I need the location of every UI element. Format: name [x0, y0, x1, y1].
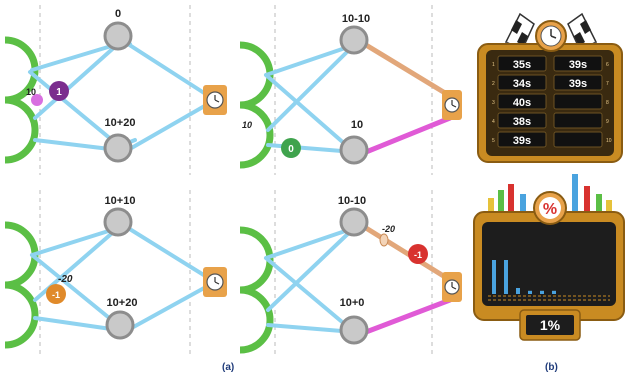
source-arcs: [239, 41, 274, 169]
agent-badge: [408, 244, 428, 264]
time-cell-left: [497, 74, 547, 91]
agent-badge-label: 0: [288, 144, 294, 155]
time-value-left: 38s: [513, 116, 531, 128]
traveler-token: [31, 94, 43, 106]
node-bottom-label: 10+0: [340, 297, 365, 309]
node-top-label: 10+10: [105, 195, 136, 207]
time-cell-right: [553, 112, 603, 129]
node-bottom-label: 10: [351, 119, 363, 131]
edges: [264, 43, 356, 154]
edge-label: -20: [58, 274, 73, 285]
source-arcs: [4, 221, 39, 349]
row-number-right: 8: [606, 100, 609, 106]
row-number-left: 2: [492, 81, 495, 87]
time-value-left: 35s: [513, 59, 531, 71]
score-row: 2 34s 39s 7: [492, 74, 609, 91]
panel-4: 10-10 10+0 -20 -1: [239, 195, 462, 354]
time-cell-right: [553, 55, 603, 72]
time-cell-left: [497, 112, 547, 129]
histogram-bar: [552, 290, 556, 294]
node-bottom: [339, 135, 369, 165]
agent-badge-label: -1: [414, 250, 422, 260]
agent-badge: [46, 284, 66, 304]
clock-icon: [203, 85, 227, 115]
histogram-bar: [540, 290, 544, 294]
percent-badge-symbol: %: [543, 201, 557, 218]
edge-magenta: [363, 297, 453, 335]
edge-label: 10: [242, 120, 252, 130]
traveler-token: [379, 233, 389, 247]
node-bottom: [105, 310, 135, 340]
row-number-left: 3: [492, 100, 495, 106]
caption-b: (b): [545, 362, 558, 373]
agent-badge: [49, 81, 69, 101]
node-top-label: 10-10: [342, 13, 370, 25]
node-top-label: 10-10: [338, 195, 366, 207]
row-number-left: 1: [492, 62, 495, 68]
histogram-bar: [504, 260, 508, 294]
agent-badge-label: -1: [52, 290, 60, 300]
score-row: 1 35s 39s 6: [492, 55, 609, 72]
histogram-bar: [516, 288, 520, 294]
percent-value: 1%: [540, 317, 561, 333]
node-bottom-label: 10+20: [107, 297, 138, 309]
time-cell-left: [497, 93, 547, 110]
clock-icon: [442, 90, 462, 120]
decor-bars: [488, 174, 612, 214]
node-bottom: [339, 315, 369, 345]
edges: [264, 226, 356, 334]
histogram-bar: [492, 260, 496, 294]
agent-badge-label: 1: [56, 87, 62, 98]
time-cell-right: [553, 131, 603, 148]
node-top: [103, 207, 133, 237]
node-top: [339, 207, 369, 237]
row-number-right: 6: [606, 62, 609, 68]
time-value-left: 39s: [513, 135, 531, 147]
caption-a: (a): [222, 362, 235, 373]
row-number-left: 5: [492, 138, 495, 144]
time-cell-right: [553, 93, 603, 110]
time-value-left: 34s: [513, 78, 531, 90]
scoreboard: 1 35s 39s 6 2 34s 39s 7 3 40s 8 4 38s 9 5 39s 10: [477, 12, 623, 163]
row-number-right: 10: [606, 138, 612, 144]
edge-magenta: [363, 115, 453, 155]
node-top-label: 0: [115, 8, 121, 20]
panel-3: 10+10 10+20 -20 -1: [4, 195, 227, 349]
percent-icon: %: [533, 191, 567, 225]
clock-icon: [442, 272, 462, 302]
time-value-right: 39s: [569, 59, 587, 71]
time-value-right: 39s: [569, 78, 587, 90]
histogram-bar: [528, 290, 532, 294]
score-row: 5 39s 10: [492, 131, 612, 148]
edge-label: 10: [26, 87, 36, 97]
edge-label: -20: [382, 224, 395, 234]
node-bottom-label: 10+20: [105, 117, 136, 129]
agent-badge: [281, 138, 301, 158]
row-number-right: 9: [606, 119, 609, 125]
score-row: 3 40s 8: [492, 93, 609, 110]
clock-icon: [535, 20, 567, 52]
node-bottom: [103, 133, 133, 163]
source-arcs: [239, 226, 274, 354]
panel-1: 0 10+20 10 1: [4, 8, 227, 164]
node-top: [339, 25, 369, 55]
time-value-left: 40s: [513, 97, 531, 109]
time-cell-right: [553, 74, 603, 91]
score-row: 4 38s 9: [492, 112, 609, 129]
edge-orange: [363, 42, 453, 99]
time-cell-left: [497, 55, 547, 72]
panel-2: 10-10 10 10 0: [239, 13, 462, 169]
percent-widget: % 1%: [473, 174, 625, 341]
time-cell-left: [497, 131, 547, 148]
node-top: [103, 21, 133, 51]
row-number-left: 4: [492, 119, 495, 125]
panel-guides: [39, 5, 433, 355]
clock-icon: [203, 267, 227, 297]
source-arcs: [4, 36, 39, 164]
row-number-right: 7: [606, 81, 609, 87]
